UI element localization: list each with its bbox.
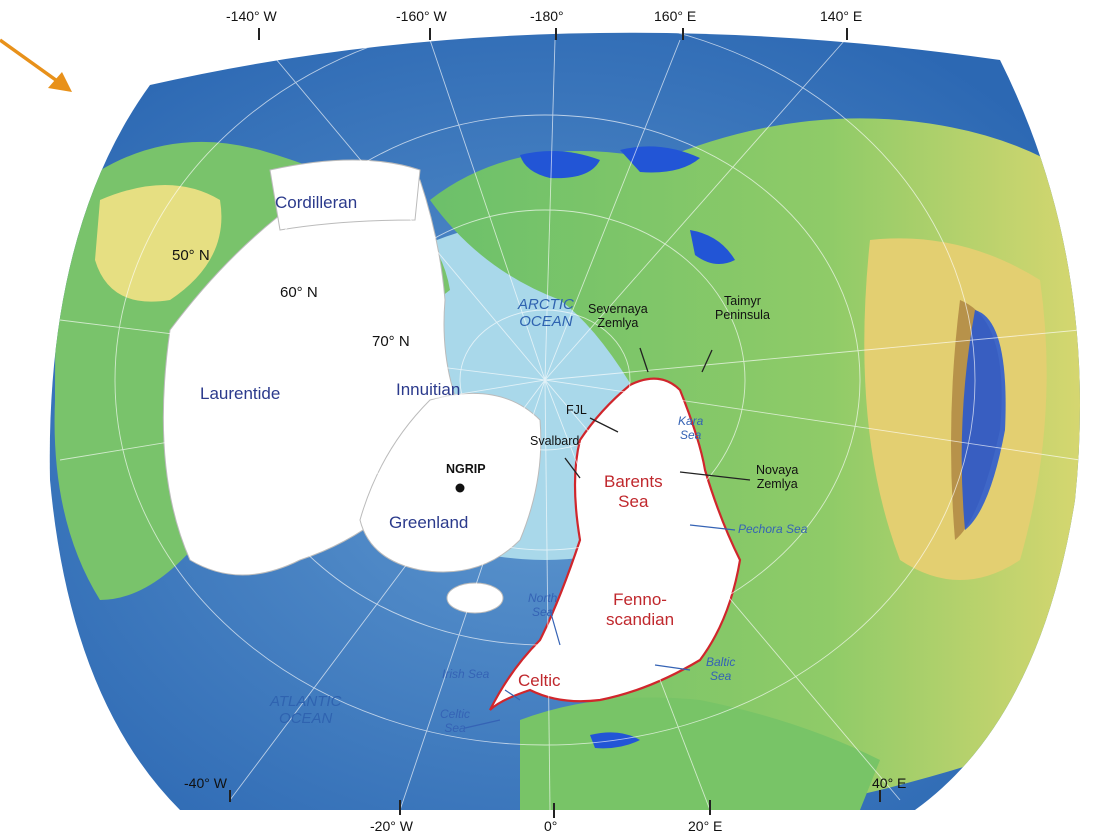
sea-label-pechora: Pechora Sea [738,522,808,536]
latitude-label: 50° N [172,247,210,264]
ice-sheet-label: Cordilleran [275,193,358,212]
glacier-cluster [690,230,735,264]
eurasian-ice-sheet [489,377,742,711]
cordilleran-ice [269,159,421,231]
longitude-tick-top: -140° W [226,8,277,24]
ice-sheet-label: Innuitian [396,380,461,399]
longitude-tick-bottom: 0° [544,818,558,834]
longitude-tick-top: -160° W [396,8,447,24]
europe-land [520,697,880,810]
longitude-tick-top: 140° E [820,8,863,24]
latitude-label: 70° N [372,333,410,350]
leader-lines [564,347,751,481]
glacier-cluster [961,310,1006,530]
sea-leader-lines [464,524,736,729]
ice-sheet-label-celtic: Celtic [518,671,561,690]
longitude-tick-bottom: 40° E [872,775,907,791]
ngrip-marker [455,483,465,493]
longitude-tick-bottom: 20° E [688,818,723,834]
place-label-ngrip: NGRIP [446,462,486,476]
graticule [59,32,1081,810]
ice-sheet-label-fennoscandian: Fenno-scandian [606,590,675,629]
longitude-tick-bottom: -20° W [370,818,413,834]
longitude-tick-bottom: -40° W [184,775,227,791]
longitude-tick-top: 160° E [654,8,697,24]
glacier-cluster [520,151,600,179]
iceland-ice [446,582,504,614]
ice-sheet-label: Greenland [389,513,469,532]
ice-sheet-label: Laurentide [200,384,281,403]
place-label-fjl: FJL [566,403,587,417]
glacier-cluster [620,146,700,173]
latitude-label: 60° N [280,284,318,301]
longitude-tick-top: -180° [530,8,564,24]
alaska-highland [95,185,222,302]
sea-label-irish: Irish Sea [442,667,490,681]
orange-arrow [0,38,72,92]
place-label-svalbard: Svalbard [530,434,580,448]
tick-marks [229,28,881,818]
